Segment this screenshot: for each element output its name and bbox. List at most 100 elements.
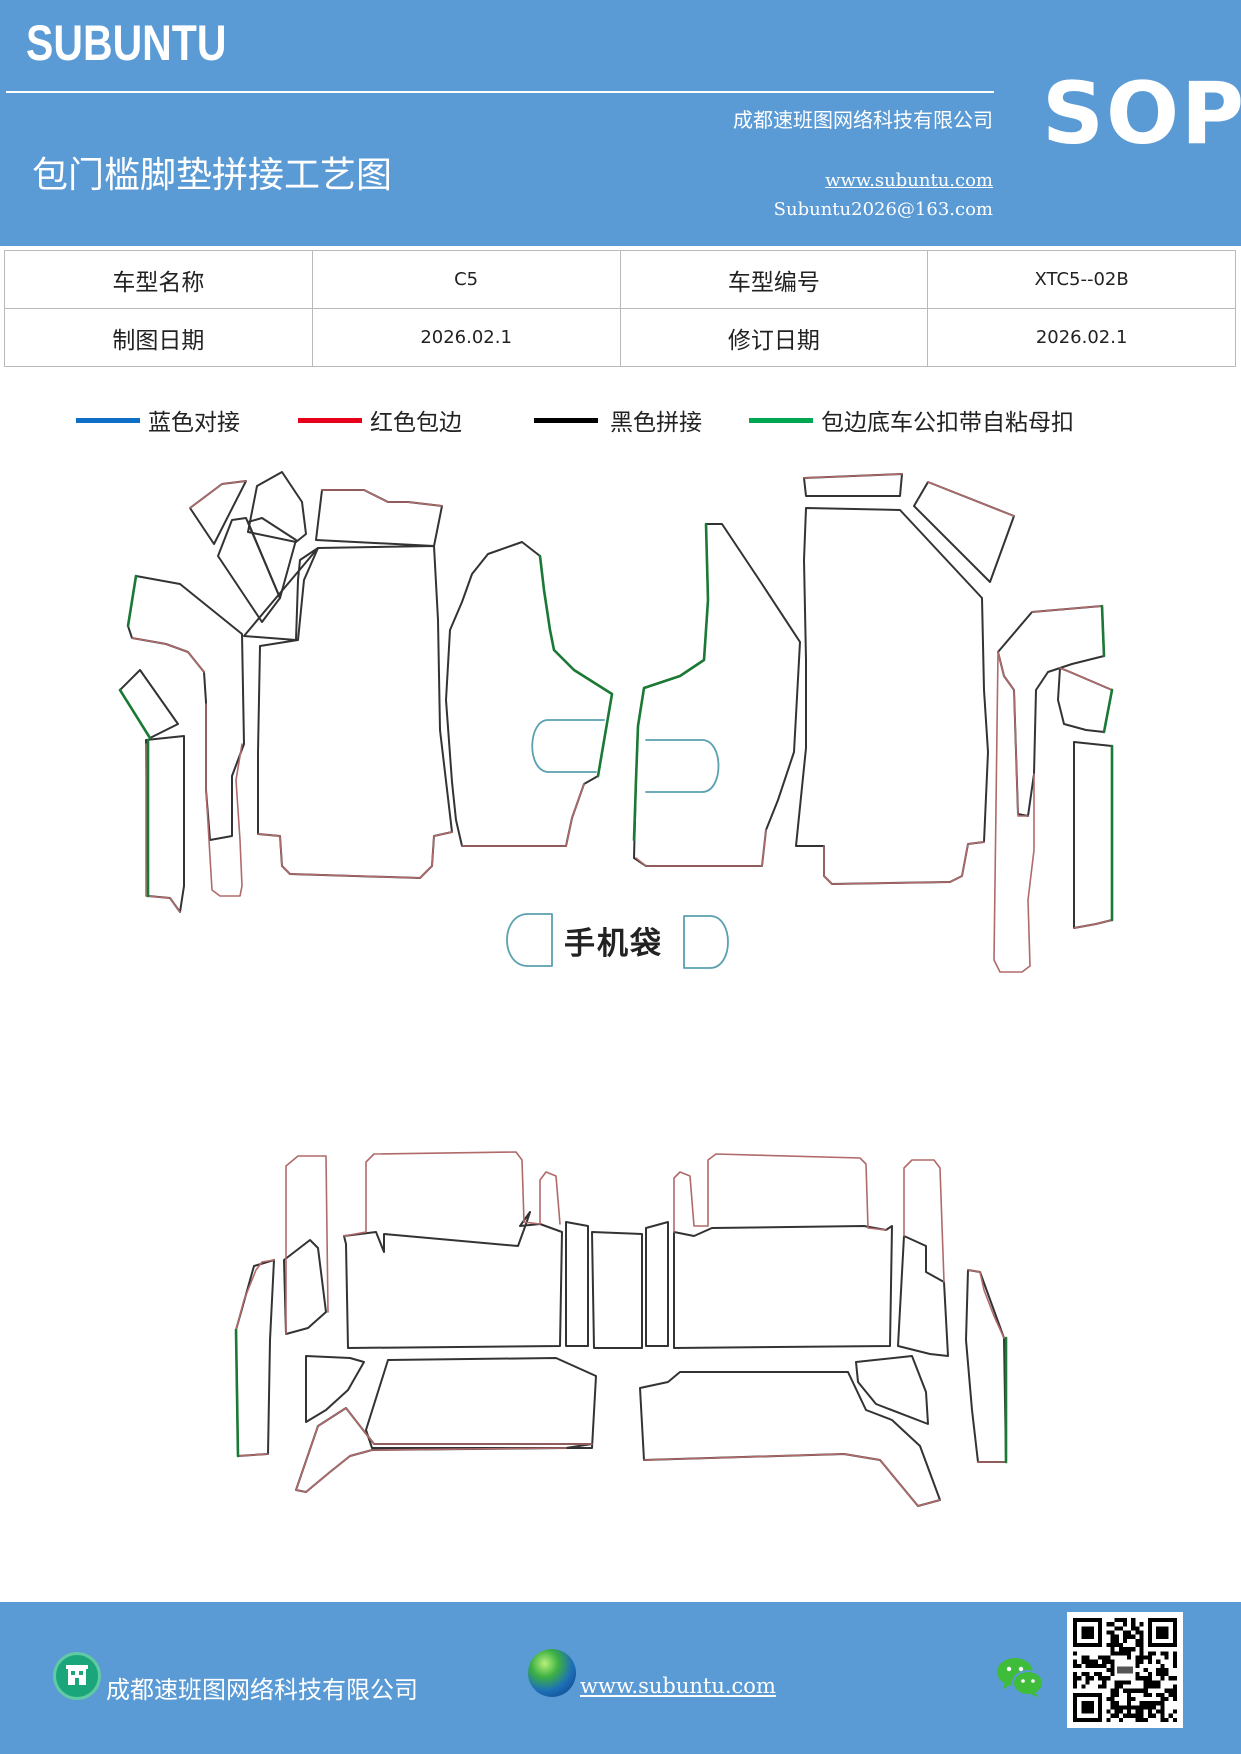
qr-module [1127,1651,1132,1656]
qr-module [1172,1651,1177,1656]
qr-module [1160,1709,1165,1714]
qr-module [1118,1684,1123,1689]
legend-green: 包边底车公扣带自粘母扣 [749,402,1074,438]
qr-module [1127,1655,1132,1660]
qr-module [1097,1655,1103,1660]
qr-module [1164,1667,1169,1673]
header-company: 成都速班图网络科技有限公司 [733,108,993,132]
pattern-piece [247,471,307,543]
wechat-icon[interactable] [995,1654,1045,1700]
qr-module [1131,1697,1136,1702]
globe-icon [528,1649,576,1697]
qr-module [1110,1634,1115,1639]
edge-red [237,1453,269,1457]
qr-module [1110,1667,1115,1673]
qr-module [1135,1655,1140,1660]
qr-module [1139,1701,1144,1706]
edge-red [343,1151,561,1237]
qr-module [1172,1697,1177,1702]
qr-module [1156,1680,1161,1685]
qr-module [1143,1701,1148,1706]
edge-green [538,554,614,778]
qr-module [1143,1676,1148,1681]
qr-module [1110,1638,1115,1643]
edge-green [632,522,710,842]
qr-module [1127,1697,1132,1702]
model-name-value: C5 [311,250,621,309]
qr-module [1127,1709,1132,1714]
edge-red [285,1155,329,1335]
edge-red [257,831,453,879]
model-name-label: 车型名称 [4,250,313,309]
qr-module [1131,1622,1136,1627]
edge-red [927,481,1015,517]
qr-module [1147,1659,1153,1664]
legend-label-green: 包边底车公扣带自粘母扣 [821,410,1074,436]
qr-module [1160,1667,1165,1673]
legend-swatch-red [298,417,362,423]
qr-module [1122,1630,1128,1635]
header-email: Subuntu2026@163.com [773,199,993,220]
qr-module [1106,1659,1111,1664]
qr-module [1110,1647,1115,1652]
edge-red [1073,919,1113,929]
qr-module [1102,1676,1107,1681]
qr-module [1131,1647,1136,1652]
qr-module [1139,1659,1144,1664]
qr-module [1135,1638,1140,1643]
pattern-piece [217,517,281,623]
qr-module [1147,1692,1153,1698]
pattern-piece [145,735,185,913]
qr-module [1106,1622,1111,1627]
qr-code[interactable] [1067,1612,1183,1728]
qr-module [1172,1676,1177,1681]
edge-red [635,829,767,867]
edge-red [295,1407,593,1491]
qr-module [1073,1672,1078,1677]
qr-module [1168,1688,1173,1693]
draw-date-label: 制图日期 [4,308,313,367]
qr-module [1143,1705,1148,1710]
qr-module [1139,1634,1144,1639]
header-divider [6,91,994,93]
phone-pocket-label: 手机袋 [564,926,663,962]
qr-module [1114,1642,1119,1648]
qr-module [1106,1642,1111,1648]
qr-module [1131,1713,1136,1718]
edge-red [189,480,247,509]
qr-module [1160,1697,1165,1702]
qr-module [1156,1659,1161,1664]
qr-module [1106,1667,1111,1673]
qr-module [1139,1709,1144,1714]
qr-module [1127,1701,1132,1706]
qr-module [1118,1642,1123,1648]
qr-module [1147,1701,1153,1706]
qr-module [1172,1688,1177,1693]
header-website-link[interactable]: www.subuntu.com [825,170,993,191]
qr-module [1143,1680,1148,1685]
qr-module [1127,1647,1132,1652]
qr-module [1081,1672,1086,1677]
qr-module [1152,1680,1157,1685]
pattern-piece [243,547,319,641]
qr-module [1122,1622,1128,1627]
pattern-piece [673,1225,893,1349]
qr-module [1089,1659,1094,1664]
qr-module [1135,1659,1140,1664]
qr-module [1085,1663,1090,1668]
qr-module [1135,1676,1140,1681]
qr-module [1147,1655,1153,1660]
pattern-piece [445,541,613,847]
qr-module [1110,1713,1115,1718]
qr-module [1114,1713,1119,1718]
qr-module [1085,1680,1090,1685]
qr-module [1106,1630,1111,1635]
qr-module [1160,1663,1165,1668]
qr-module [1168,1676,1173,1681]
footer-website-link[interactable]: www.subuntu.com [580,1674,776,1698]
qr-module [1135,1709,1140,1714]
qr-module [1135,1713,1140,1718]
qr-module [1172,1692,1177,1698]
qr-module [1118,1626,1123,1631]
qr-module [1156,1701,1161,1706]
